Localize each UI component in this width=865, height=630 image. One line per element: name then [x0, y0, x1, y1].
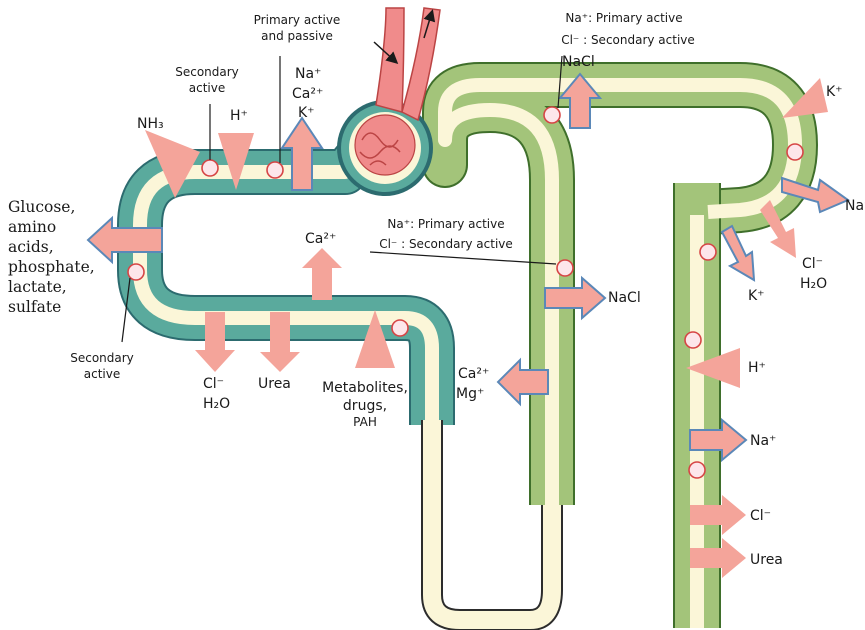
label-secondary-active-1b: active [189, 81, 225, 95]
label-metabolites: Metabolites, [322, 380, 408, 396]
label-h2o-prox: H₂O [203, 396, 230, 412]
pump-icon [202, 160, 218, 176]
label-urea-prox: Urea [258, 376, 291, 392]
label-primary-passive-b: and passive [261, 29, 333, 43]
pump-icon [267, 162, 283, 178]
label-lactate: lactate, [8, 278, 67, 296]
pump-icon [689, 462, 705, 478]
label-cl-secondary-top: Cl⁻ : Secondary active [561, 33, 695, 47]
label-secondary-active-2a: Secondary [70, 351, 134, 365]
label-cl-secondary-mid: Cl⁻ : Secondary active [379, 237, 513, 251]
label-sulfate: sulfate [8, 298, 61, 316]
label-nh3: NH₃ [137, 116, 164, 132]
pump-icon [787, 144, 803, 160]
pump-icon [700, 244, 716, 260]
label-primary-passive-a: Primary active [254, 13, 341, 27]
label-secondary-active-1a: Secondary [175, 65, 239, 79]
label-k-plus-distal2: K⁺ [748, 288, 765, 304]
label-k-plus-top: K⁺ [298, 105, 315, 121]
label-nacl-top: NaCl [562, 54, 595, 70]
label-cl-minus-distal: Cl⁻ [802, 256, 823, 272]
label-nacl-mid: NaCl [608, 290, 641, 306]
pump-icon [557, 260, 573, 276]
label-ca-mid: Ca²⁺ [305, 231, 336, 247]
pump-icon [685, 332, 701, 348]
label-na-primary-top: Na⁺: Primary active [565, 11, 682, 25]
label-k-plus-distal: K⁺ [826, 84, 843, 100]
label-ca-mg-2: Mg⁺ [456, 386, 484, 402]
label-cl-minus-collecting: Cl⁻ [750, 508, 771, 524]
label-cl-minus-prox: Cl⁻ [203, 376, 224, 392]
label-h-plus-top: H⁺ [230, 108, 248, 124]
label-ca-mg-1: Ca²⁺ [458, 366, 489, 382]
label-h-plus-collecting: H⁺ [748, 360, 766, 376]
label-na-plus-top: Na⁺ [295, 66, 321, 82]
pump-icon [544, 107, 560, 123]
label-na-plus-collecting: Na⁺ [750, 433, 776, 449]
label-h2o-distal: H₂O [800, 276, 827, 292]
pump-icon [128, 264, 144, 280]
label-secondary-active-2b: active [84, 367, 120, 381]
label-drugs: drugs, [343, 398, 387, 414]
pump-icon [392, 320, 408, 336]
ca-arrow-proximal [302, 248, 342, 300]
label-acids: acids, [8, 238, 54, 256]
label-na-primary-mid: Na⁺: Primary active [387, 217, 504, 231]
label-glucose: Glucose, [8, 198, 75, 216]
label-ca-top: Ca²⁺ [292, 86, 323, 102]
label-amino: amino [8, 218, 56, 236]
label-pah: PAH [353, 415, 377, 429]
label-na-plus-distal: Na⁺ [845, 198, 865, 214]
label-urea-collecting: Urea [750, 552, 783, 568]
k-arrow-distal-out [722, 226, 754, 280]
label-phosphate: phosphate, [8, 258, 95, 276]
